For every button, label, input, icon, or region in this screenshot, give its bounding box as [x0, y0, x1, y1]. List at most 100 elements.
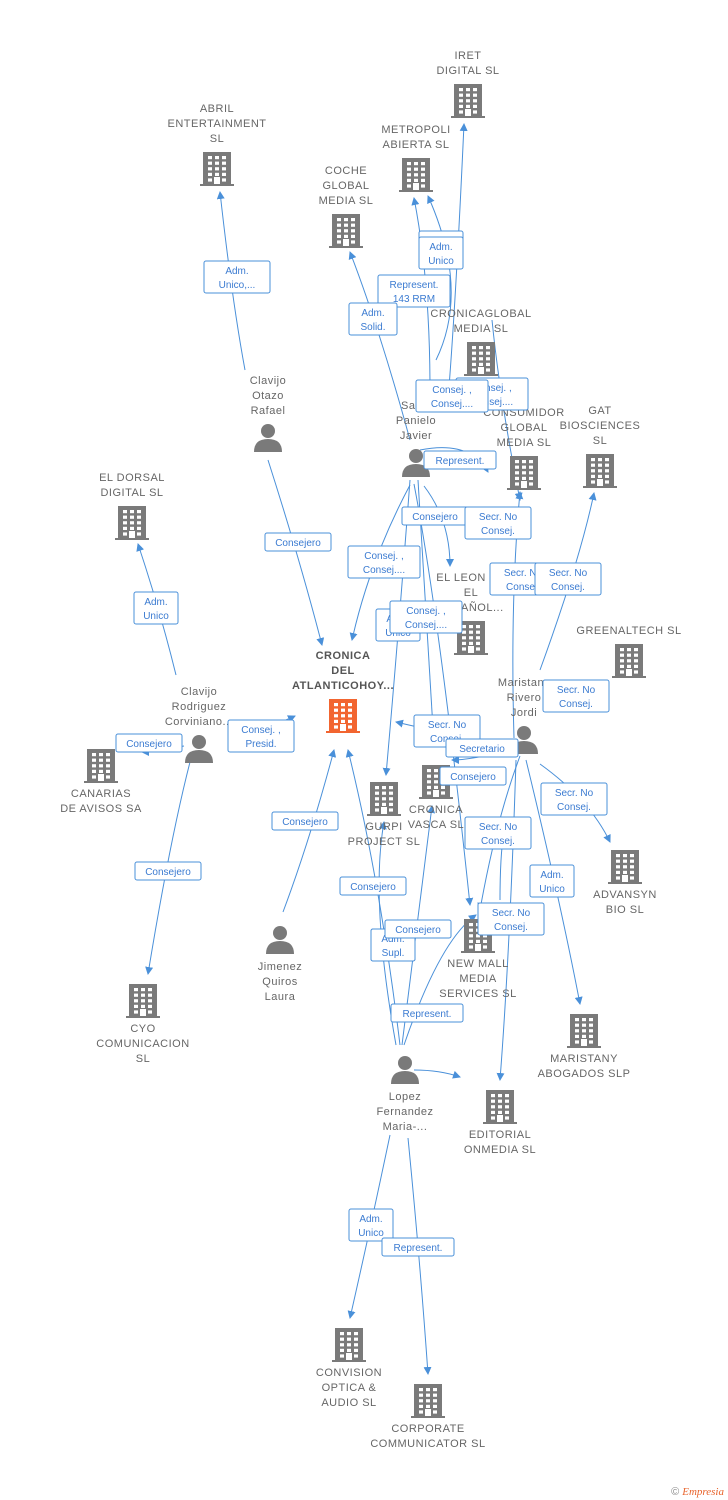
relation-text: Secr. No	[479, 512, 518, 523]
relation-label[interactable]: Consej. ,Consej....	[347, 545, 421, 579]
relation-text: Adm.	[361, 308, 384, 319]
relation-label[interactable]: Consej. ,Presid.	[227, 719, 295, 753]
relation-label[interactable]: Adm.Unico	[348, 1208, 394, 1242]
relation-label[interactable]: Consejero	[115, 733, 183, 753]
building-icon	[583, 454, 617, 488]
building-icon	[115, 506, 149, 540]
node-label: SL	[593, 435, 607, 447]
company-node-elleon[interactable]: EL LEON DEELESPAÑOL...	[436, 572, 505, 655]
building-icon	[608, 850, 642, 884]
node-label: Rivero	[507, 692, 542, 704]
node-label: Quiros	[262, 976, 297, 988]
building-icon	[451, 84, 485, 118]
node-label: OPTICA &	[322, 1382, 377, 1394]
relation-text: Secr. No	[492, 908, 531, 919]
relation-label[interactable]: Consej. ,Consej....	[389, 600, 463, 634]
relation-text: Consej....	[471, 397, 513, 408]
relation-label[interactable]: Adm.Unico	[133, 591, 179, 625]
relation-label[interactable]: Represent.143 RRM	[377, 274, 451, 308]
relation-edge	[378, 821, 397, 1046]
relation-text: Consejero	[412, 512, 458, 523]
building-icon	[200, 152, 234, 186]
relation-label[interactable]: Consejero	[134, 861, 202, 881]
node-label: ATLANTICOHOY...	[292, 680, 394, 692]
building-icon	[329, 214, 363, 248]
node-label: METROPOLI	[381, 124, 450, 136]
node-label: PROJECT SL	[348, 836, 421, 848]
relation-text: Consej. ,	[364, 551, 403, 562]
relation-label[interactable]: Secr. No Consej.	[464, 816, 532, 850]
relation-label[interactable]: Consejero	[264, 532, 332, 552]
relation-text: Secr. No	[479, 822, 518, 833]
relation-label[interactable]: Consejero	[439, 766, 507, 786]
node-label: Maria-...	[383, 1121, 428, 1133]
building-icon	[567, 1014, 601, 1048]
node-label: DEL	[331, 665, 355, 677]
relation-label[interactable]: Consejero	[401, 506, 469, 526]
node-label: Rodriguez	[172, 701, 227, 713]
node-label: CRONICAGLOBAL	[430, 308, 531, 320]
node-label: DIGITAL SL	[436, 65, 499, 77]
node-label: MARISTANY	[550, 1053, 618, 1065]
node-label: Panielo	[396, 415, 436, 427]
company-node-cronica-atl[interactable]: CRONICADELATLANTICOHOY...	[292, 650, 394, 733]
node-label: Otazo	[252, 390, 284, 402]
company-node-greenaltech[interactable]: GREENALTECH SL	[576, 625, 681, 678]
relation-label[interactable]: Represent.	[423, 450, 497, 470]
relation-text: 143 RRM	[393, 294, 435, 305]
relation-label[interactable]: Represent.	[381, 1237, 455, 1257]
person-node-lopez[interactable]: LopezFernandezMaria-...	[376, 1056, 433, 1133]
relation-label[interactable]: Adm.Unico	[418, 236, 464, 270]
relation-text: Unico	[428, 256, 454, 267]
relation-label[interactable]: Adm.Solid.	[348, 302, 398, 336]
company-node-maristany-abog[interactable]: MARISTANY ABOGADOS SLP	[538, 1014, 631, 1080]
node-label: CYO	[130, 1023, 155, 1035]
relation-label[interactable]: Secretario	[445, 738, 519, 758]
relation-text: Consej. ,	[406, 606, 445, 617]
node-label: COMUNICACION	[96, 1038, 189, 1050]
relation-text: Consej.	[481, 836, 515, 847]
relation-text: Represent.	[403, 1009, 452, 1020]
relation-text: Consejero	[126, 739, 172, 750]
relation-text: Unico	[358, 1228, 384, 1239]
relation-text: Represent.	[436, 456, 485, 467]
node-label: ABOGADOS SLP	[538, 1068, 631, 1080]
relation-label[interactable]: Consejero	[384, 919, 452, 939]
node-label: Javier	[400, 430, 432, 442]
relation-text: Consejero	[450, 772, 496, 783]
relation-label[interactable]: Consejero	[271, 811, 339, 831]
person-node-clavijo-rod[interactable]: ClavijoRodriguezCorviniano...	[165, 686, 233, 763]
relation-label[interactable]: Consej. ,Consej....	[415, 379, 489, 413]
node-label: ABIERTA SL	[383, 139, 450, 151]
brand-logo[interactable]: Empresia	[682, 1486, 724, 1498]
relation-label[interactable]: Adm.Unico	[529, 864, 575, 898]
building-icon	[411, 1384, 445, 1418]
relation-text: Consej....	[431, 399, 473, 410]
relation-label[interactable]: Consejero	[339, 876, 407, 896]
relation-label[interactable]: Represent.	[390, 1003, 464, 1023]
node-label: SERVICES SL	[439, 988, 516, 1000]
relation-label[interactable]: Adm.Unico,...	[203, 260, 271, 294]
company-node-metropoli[interactable]: METROPOLI ABIERTA SL	[381, 124, 450, 192]
